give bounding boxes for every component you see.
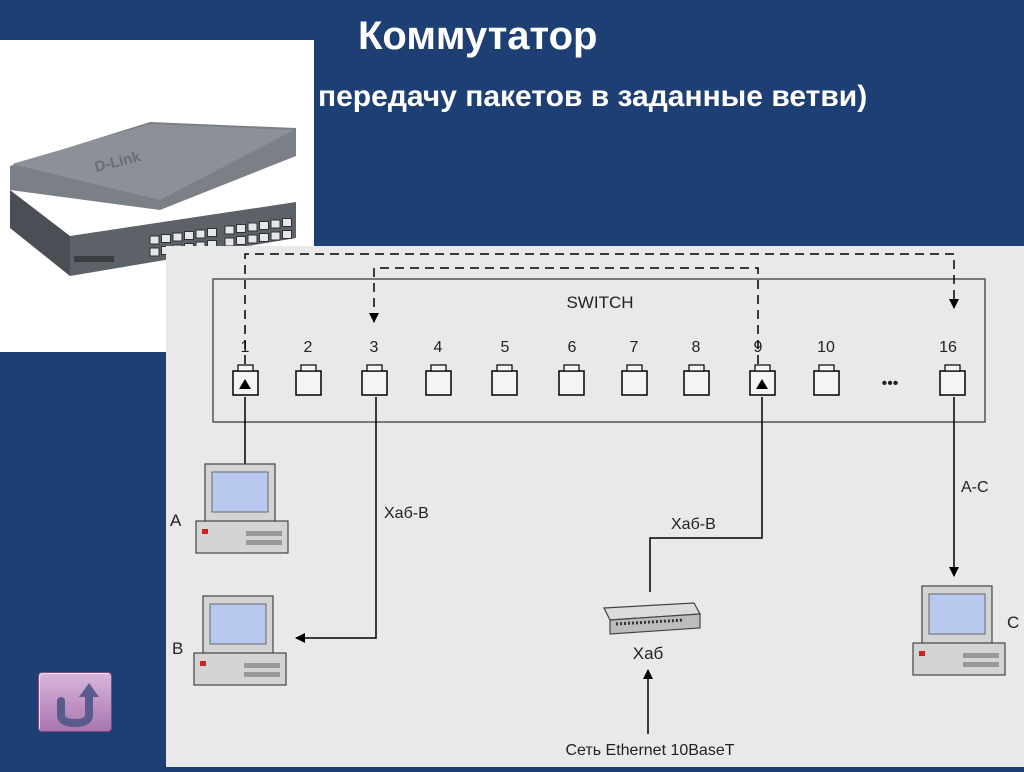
switch-label: SWITCH [566,293,633,312]
photo-port [236,236,246,245]
port-socket-2 [295,364,322,396]
photo-port [184,231,194,240]
ports-ellipsis: ••• [882,375,899,392]
host-label-c: C [1007,613,1019,632]
slide-subtitle: передачу пакетов в заданные ветви) [318,80,868,113]
link-label-port-16: А-С [961,479,989,496]
photo-port [161,234,171,243]
computer-b-icon [193,595,287,686]
port-socket-8 [683,364,710,396]
photo-port [247,222,258,232]
computer-c-icon [912,585,1006,676]
network-label: Сеть Ethernet 10BaseT [566,742,735,759]
switch-diagram: SWITCH 1 2 3 4 5 6 7 8 9 10 16 ••• [166,246,1024,767]
photo-port [247,234,258,244]
photo-port [149,247,160,257]
port-socket-4 [425,364,452,396]
photo-port [224,237,235,247]
host-label-a: A [170,511,182,530]
link-port-3-host-b [295,397,377,643]
hub-label: Хаб [633,644,664,663]
back-button[interactable] [38,672,112,732]
port-label-8: 8 [692,339,701,356]
photo-port [195,229,206,239]
switch-box [212,278,986,423]
port-label-5: 5 [501,339,510,356]
photo-port [224,225,235,235]
link-label-port-9: Хаб-В [671,516,716,533]
port-label-4: 4 [434,339,443,356]
link-hub-port-9 [649,397,763,592]
port-socket-10 [813,364,840,396]
path-9-to-3 [369,267,759,364]
port-label-3: 3 [370,339,379,356]
photo-port [270,231,281,241]
computer-a-icon [195,463,289,554]
photo-status-leds [74,256,114,262]
port-socket-9 [749,364,776,396]
u-turn-back-arrow-icon [57,683,99,728]
port-label-16: 16 [939,339,957,356]
port-socket-16 [939,364,966,396]
photo-port [282,230,292,239]
hub-icon [603,602,701,635]
link-label-port-3: Хаб-В [384,505,429,522]
photo-port [207,228,217,237]
port-socket-1 [232,364,259,396]
d-link-switch-image: D-Link [10,122,296,276]
photo-port [259,221,269,230]
port-label-10: 10 [817,339,835,356]
port-socket-7 [621,364,648,396]
port-label-2: 2 [304,339,313,356]
switch-photo: D-Link [0,40,314,352]
photo-port [270,219,281,229]
port-socket-6 [558,364,585,396]
photo-port [259,233,269,242]
photo-port [236,224,246,233]
port-label-6: 6 [568,339,577,356]
photo-port [172,232,183,242]
port-label-7: 7 [630,339,639,356]
slide-title: Коммутатор [358,14,598,58]
photo-port [149,235,160,245]
port-socket-3 [361,364,388,396]
switch-diagram-svg: SWITCH 1 2 3 4 5 6 7 8 9 10 16 ••• [170,253,1019,759]
host-label-b: B [172,639,183,658]
port-socket-5 [491,364,518,396]
photo-port [282,218,292,227]
path-1-to-16 [244,253,959,364]
